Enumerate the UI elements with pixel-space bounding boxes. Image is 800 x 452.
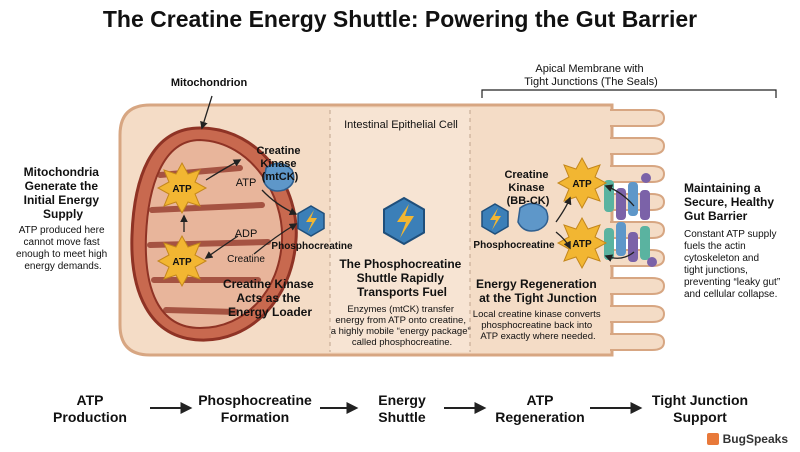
panel2-heading: The Phosphocreatine Shuttle Rapidly Tran… [339, 257, 464, 299]
creatine-label: Creatine [227, 254, 265, 265]
right-note-heading: Maintaining a Secure, Healthy Gut Barrie… [684, 181, 777, 223]
panel3-heading: Energy Regeneration at the Tight Junctio… [476, 277, 600, 305]
bbck-enzyme [517, 202, 549, 232]
flow-step-line: Energy [378, 392, 426, 408]
flow-step-line: Production [53, 409, 127, 425]
right-note-body: Constant ATP supply fuels the actin cyto… [684, 229, 783, 300]
atp-out-label: ATP [236, 177, 257, 189]
flow-step-line: Formation [220, 409, 290, 425]
atp-label-mito-top: ATP [172, 184, 192, 195]
brand-name: BugSpeaks [722, 432, 788, 446]
atp-label-mito-bottom: ATP [172, 257, 192, 268]
flow-step-line: Phosphocreatine [198, 392, 312, 408]
atp-label-junction-top: ATP [572, 179, 592, 190]
cell-label: Intestinal Epithelial Cell [344, 119, 458, 131]
atp-star-mito-top [156, 161, 208, 215]
atp-star-junction-bottom [556, 216, 608, 270]
apical-membrane-bracket [481, 89, 777, 98]
flow-step-line: Shuttle [378, 409, 426, 425]
flow-step-tight-junction-support: Tight Junction Support [640, 392, 760, 426]
panel1-heading: Creatine Kinase Acts as the Energy Loade… [223, 277, 317, 319]
flow-step-energy-shuttle: Energy Shuttle [360, 392, 444, 426]
flow-step-line: Tight Junction [651, 392, 749, 408]
flow-step-line: ATP [76, 392, 104, 408]
flow-step-line: Regeneration [495, 409, 585, 425]
brand-logo: BugSpeaks [706, 432, 788, 446]
mtck-enzyme [263, 162, 295, 192]
flow-step-line: Support [673, 409, 727, 425]
phosphocreatine-hex-center [383, 196, 425, 246]
page-title: The Creatine Energy Shuttle: Powering th… [102, 6, 698, 32]
panel2-body: Enzymes (mtCK) transfer energy from ATP … [331, 304, 474, 348]
phosphocreatine-hex-left [297, 205, 325, 237]
flow-step-phosphocreatine-formation: Phosphocreatine Formation [190, 392, 320, 426]
left-note-body: ATP produced here cannot move fast enoug… [16, 225, 110, 272]
phosphocreatine-hex-right [481, 203, 509, 235]
panel3-body: Local creatine kinase converts phosphocr… [473, 309, 603, 342]
atp-label-junction-bottom: ATP [572, 239, 592, 250]
flow-step-atp-regeneration: ATP Regeneration [490, 392, 590, 426]
mitochondrion-label: Mitochondrion [171, 77, 248, 89]
microvilli [610, 109, 666, 351]
phosphocreatine-label-left: Phosphocreatine [271, 241, 353, 252]
flow-step-line: ATP [526, 392, 554, 408]
mtck-label: Creatine Kinase (mtCK) [256, 145, 303, 183]
adp-label: ADP [235, 228, 258, 240]
flow-step-atp-production: ATP Production [40, 392, 140, 426]
atp-star-junction-top [556, 156, 608, 210]
bbck-label: Creatine Kinase (BB-CK) [504, 169, 551, 207]
membrane-label: Apical Membrane with Tight Junctions (Th… [524, 63, 657, 88]
reaction-arrows [180, 95, 635, 262]
left-note-heading: Mitochondria Generate the Initial Energy… [24, 165, 103, 221]
atp-star-mito-bottom [156, 234, 208, 288]
phosphocreatine-label-right: Phosphocreatine [473, 240, 555, 251]
brand-icon [706, 433, 719, 445]
